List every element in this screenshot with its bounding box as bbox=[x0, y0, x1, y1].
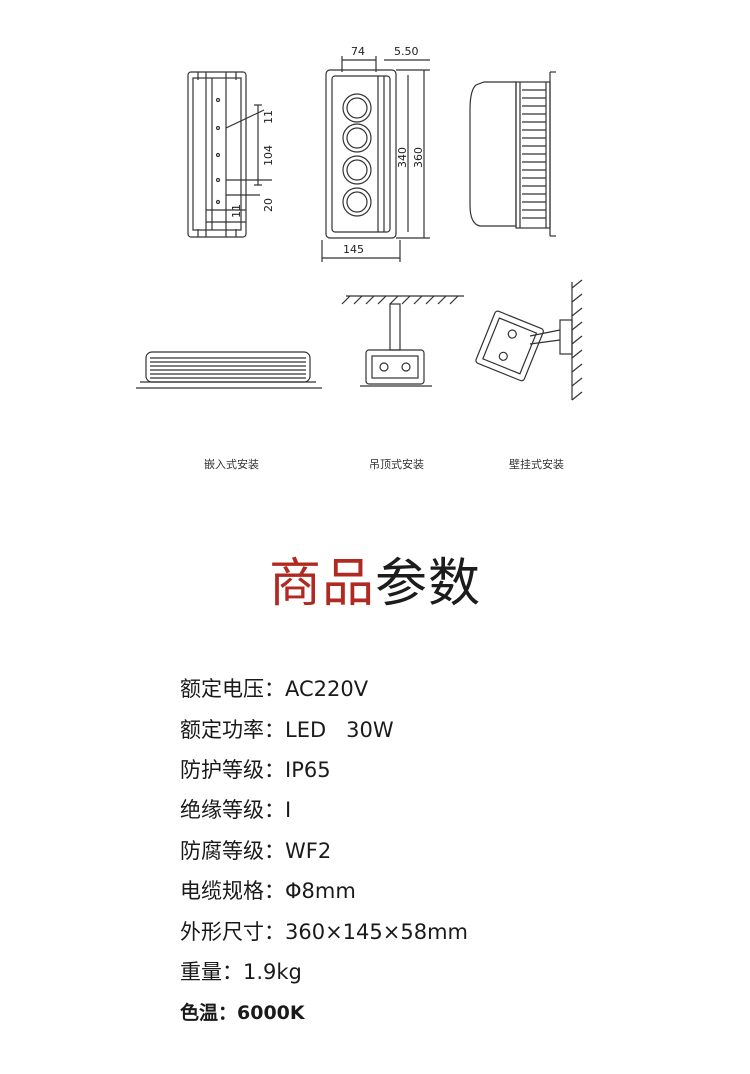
spec-value: LED 30W bbox=[285, 718, 394, 742]
embedded-install-view bbox=[136, 351, 322, 389]
technical-drawings: 74 5.50 145 11 104 20 11 340 360 bbox=[136, 45, 583, 401]
spec-label: 防护等级： bbox=[180, 758, 285, 782]
spec-label: 防腐等级： bbox=[180, 839, 285, 863]
dim-top-gap: 5.50 bbox=[394, 45, 419, 58]
section-title: 商品参数 bbox=[0, 552, 750, 616]
caption-wall-install: 壁挂式安装 bbox=[509, 458, 564, 471]
spec-label: 电缆规格： bbox=[180, 879, 285, 903]
section-title-part1: 商品 bbox=[268, 554, 375, 614]
dim-hole-pitch-top: 11 bbox=[262, 110, 275, 124]
spec-row-voltage: 额定电压：AC220V bbox=[180, 675, 368, 703]
spec-value: WF2 bbox=[285, 839, 332, 863]
spec-label: 额定功率： bbox=[180, 718, 285, 742]
spec-row-insulation: 绝缘等级：I bbox=[180, 796, 291, 824]
dim-hole-pitch-bottom: 11 bbox=[230, 204, 243, 218]
spec-row-anticorrosion: 防腐等级：WF2 bbox=[180, 837, 331, 865]
spec-row-weight: 重量：1.9kg bbox=[180, 958, 302, 986]
spec-value: Φ8mm bbox=[285, 879, 356, 903]
dim-height-inner: 340 bbox=[396, 147, 409, 168]
spec-label: 色温： bbox=[180, 1002, 238, 1024]
spec-label: 额定电压： bbox=[180, 677, 285, 701]
dimension-view bbox=[321, 56, 430, 262]
spec-value: 6000K bbox=[237, 1002, 305, 1024]
spec-value: 360×145×58mm bbox=[285, 920, 468, 944]
front-view bbox=[187, 71, 272, 238]
dim-side-offset: 20 bbox=[262, 198, 275, 212]
section-title-part2: 参数 bbox=[375, 554, 482, 614]
dim-bottom-width: 145 bbox=[343, 243, 364, 256]
spec-label: 外形尺寸： bbox=[180, 920, 285, 944]
wall-install-view bbox=[475, 279, 583, 401]
spec-value: AC220V bbox=[285, 677, 369, 701]
spec-row-color-temperature: 色温：6000K bbox=[180, 999, 305, 1027]
dim-top-width: 74 bbox=[351, 45, 365, 58]
dim-height-outer: 360 bbox=[412, 147, 425, 168]
spec-label: 重量： bbox=[180, 960, 243, 984]
spec-value: I bbox=[285, 798, 292, 822]
caption-ceiling-install: 吊顶式安装 bbox=[369, 458, 424, 471]
dim-hole-spacing: 104 bbox=[262, 145, 275, 166]
ceiling-install-view bbox=[341, 295, 464, 387]
caption-embedded-install: 嵌入式安装 bbox=[204, 458, 259, 471]
side-view bbox=[469, 71, 556, 237]
spec-value: IP65 bbox=[285, 758, 331, 782]
spec-value: 1.9kg bbox=[243, 960, 302, 984]
spec-row-dimensions: 外形尺寸：360×145×58mm bbox=[180, 918, 468, 946]
spec-label: 绝缘等级： bbox=[180, 798, 285, 822]
spec-row-protection: 防护等级：IP65 bbox=[180, 756, 331, 784]
spec-row-power: 额定功率：LED 30W bbox=[180, 716, 394, 744]
spec-row-cable: 电缆规格：Φ8mm bbox=[180, 877, 356, 905]
